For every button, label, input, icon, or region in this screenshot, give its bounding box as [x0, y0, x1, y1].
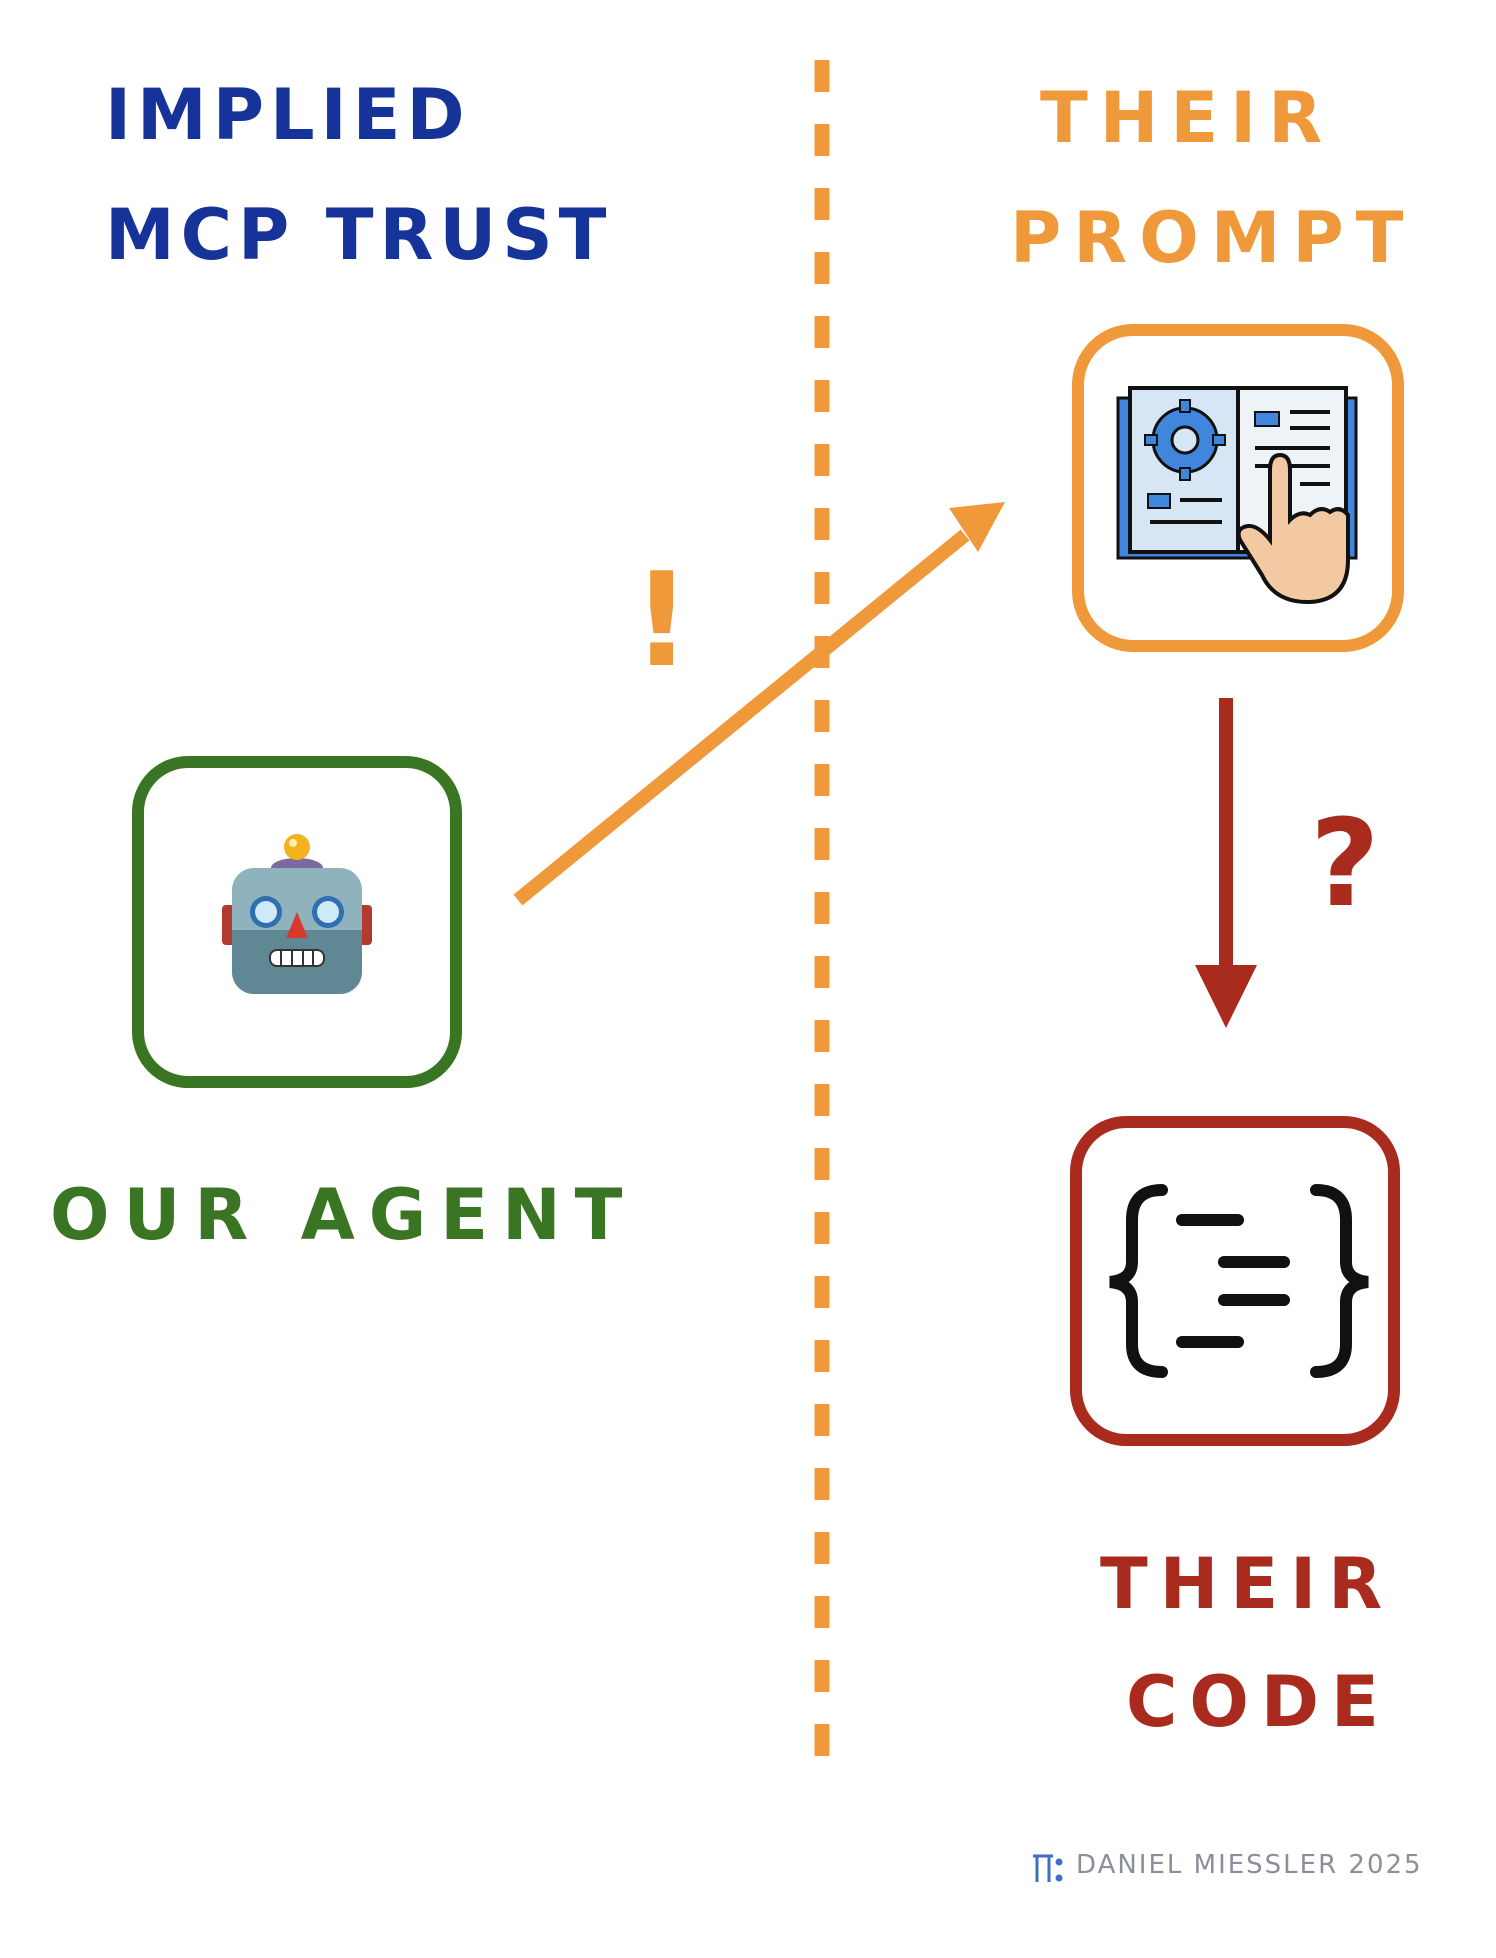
their-code-label: THEIR CODE — [1100, 1525, 1394, 1761]
logo-icon — [1033, 1854, 1063, 1882]
agent-to-prompt-arrow — [513, 502, 1005, 906]
prompt-box — [1072, 324, 1404, 652]
agent-box — [132, 756, 462, 1088]
footer-text: DANIEL MIESSLER 2025 — [1076, 1850, 1423, 1880]
manual-book-icon — [1116, 386, 1358, 605]
code-box — [1070, 1116, 1400, 1446]
title-line-2: MCP TRUST — [105, 194, 613, 276]
prompt-to-code-arrow — [1195, 698, 1257, 1028]
robot-icon — [222, 834, 372, 994]
code-braces-icon — [1109, 1184, 1369, 1378]
diagram-title: IMPLIED MCP TRUST — [105, 55, 612, 295]
their-prompt-line-1: THEIR — [1040, 77, 1335, 159]
their-prompt-label: THEIR PROMPT — [1010, 58, 1440, 298]
our-agent-label: OUR AGENT — [50, 1174, 637, 1256]
question-mark: ? — [1310, 795, 1380, 934]
their-code-line-2: CODE — [1126, 1661, 1391, 1743]
title-line-1: IMPLIED — [105, 74, 471, 156]
their-prompt-line-2: PROMPT — [1010, 197, 1416, 279]
footer-credit: DANIEL MIESSLER 2025 — [1030, 1850, 1423, 1880]
their-code-line-1: THEIR — [1100, 1543, 1395, 1625]
exclamation-mark: ! — [632, 544, 692, 696]
